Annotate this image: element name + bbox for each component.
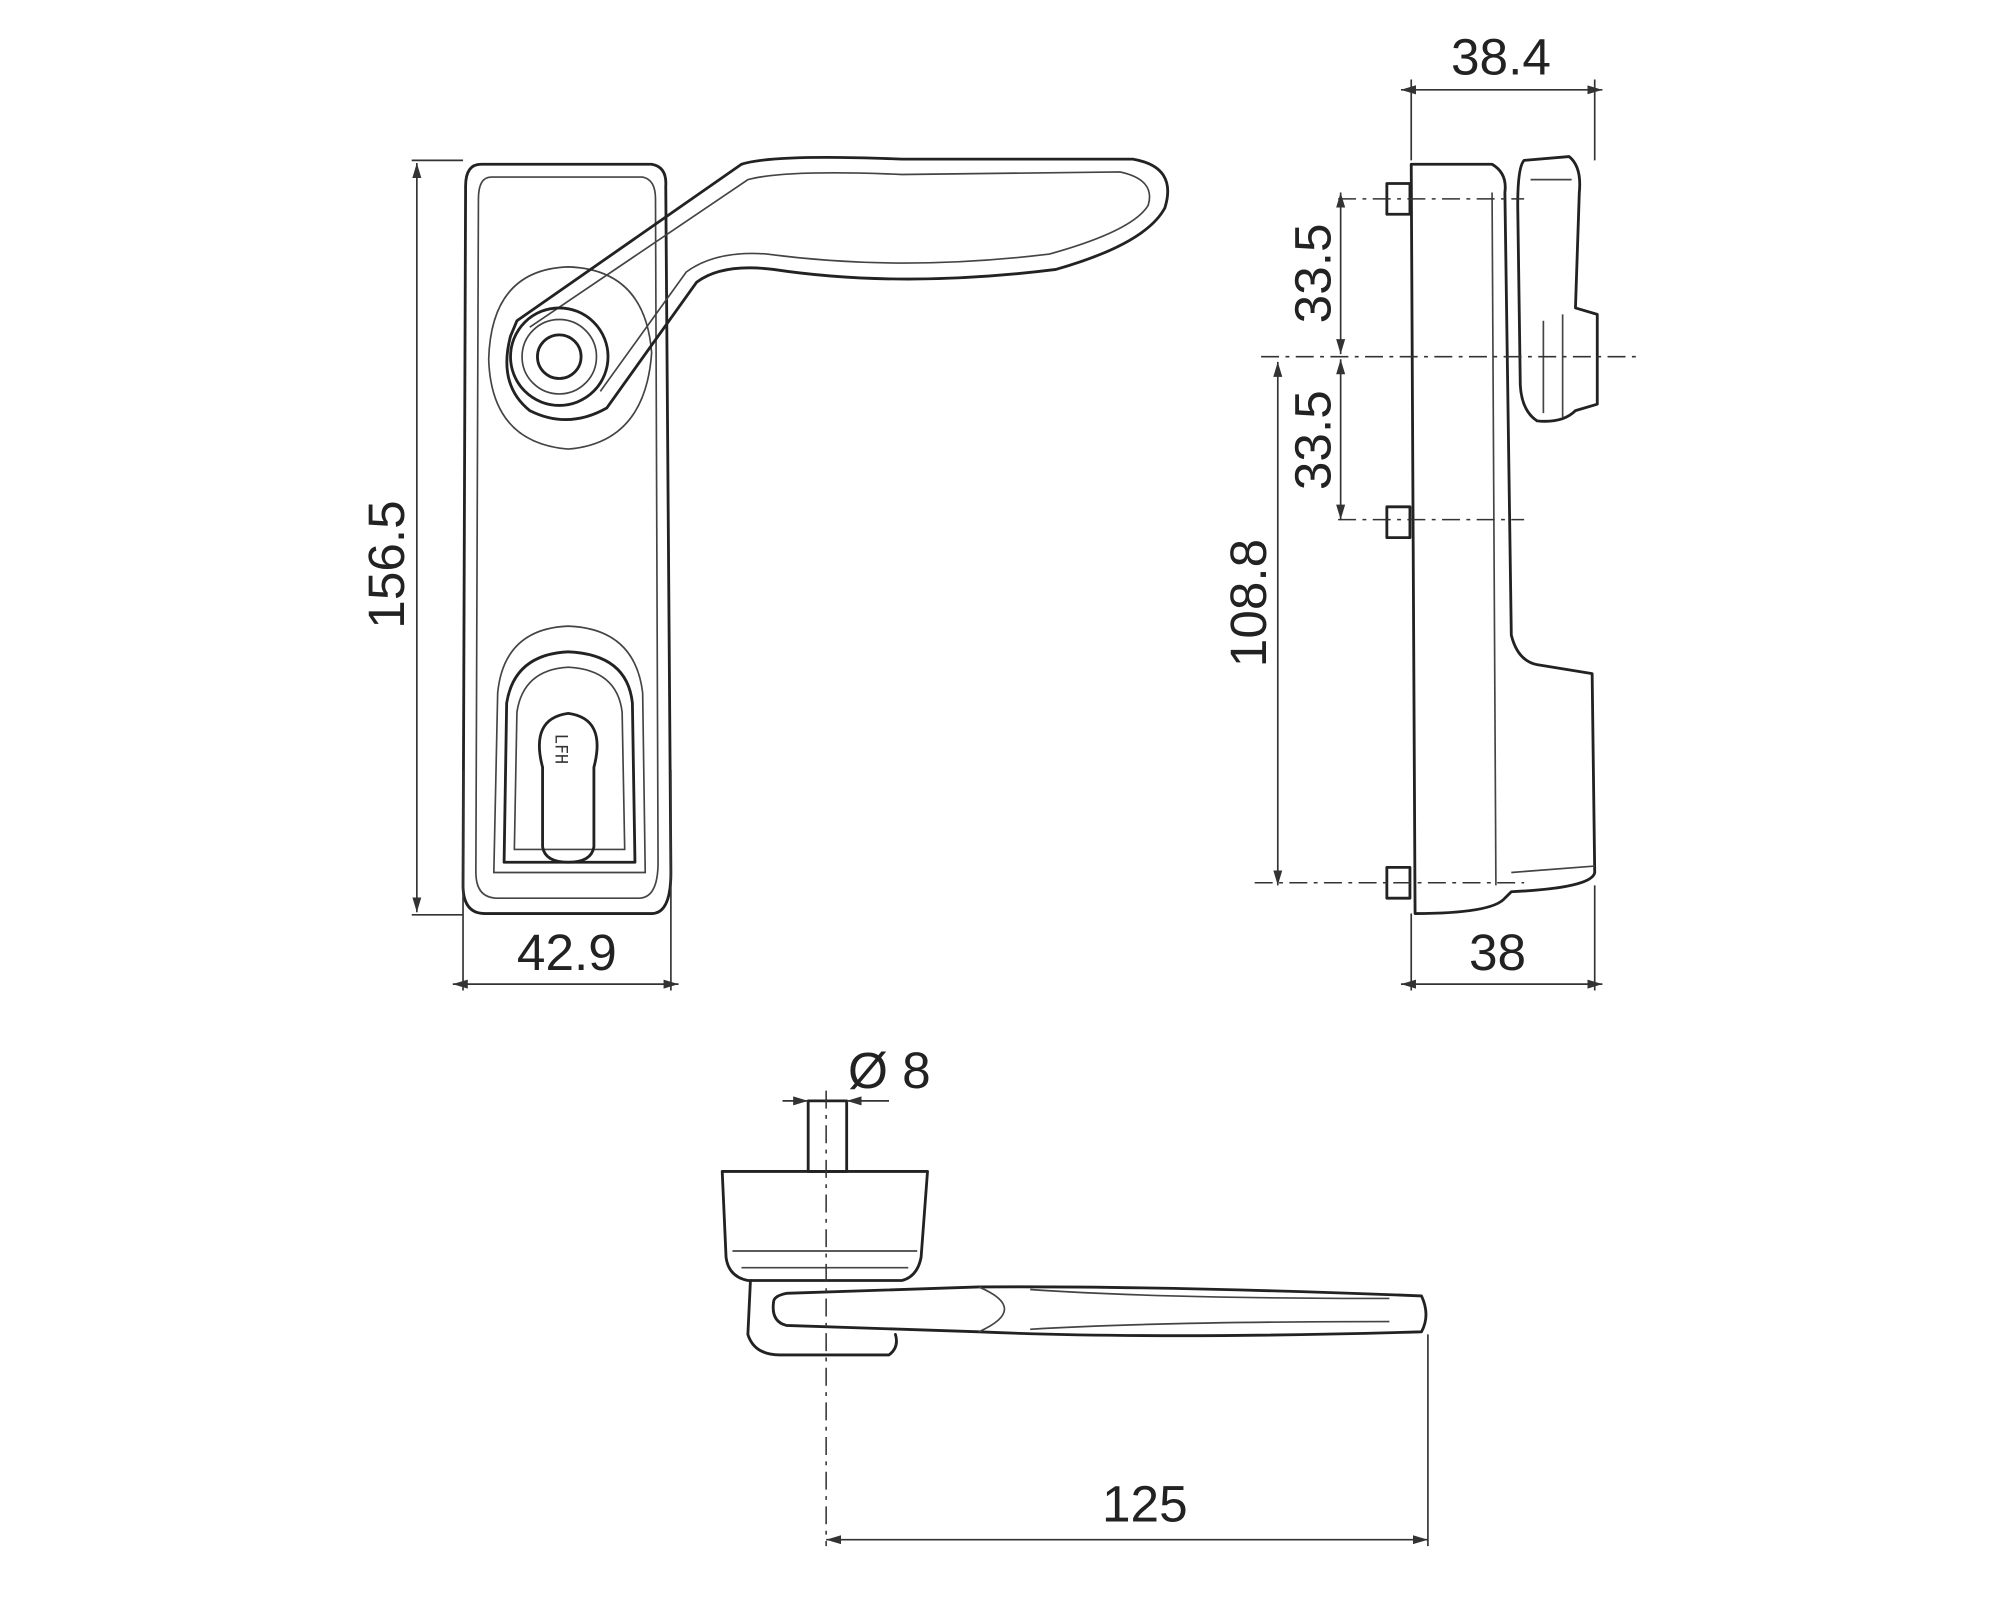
side-plate — [1409, 162, 1597, 915]
lever-handle — [505, 155, 1170, 421]
pivot-outer — [509, 306, 610, 407]
top-lever — [771, 1285, 1428, 1338]
keyhole-icon — [538, 711, 599, 864]
side-handle — [1516, 155, 1599, 423]
top-view: Ø 8 125 — [720, 1042, 1429, 1547]
depth-top-dimension: 38.4 — [1451, 28, 1551, 85]
front-view: LFH 156.5 42.9 — [358, 155, 1170, 991]
svg-text:LFH: LFH — [551, 734, 570, 764]
rose — [487, 266, 653, 450]
spindle-hole — [536, 333, 583, 380]
width-dimension: 42.9 — [517, 924, 617, 981]
screws — [1385, 182, 1412, 900]
upper-spacing-dimension: 33.5 — [1284, 223, 1341, 323]
lower-spacing-dimension: 33.5 — [1284, 390, 1341, 490]
lever-length-dimension: 125 — [1102, 1476, 1188, 1533]
depth-bottom-dimension: 38 — [1469, 924, 1526, 981]
spindle-diameter-dimension: Ø 8 — [848, 1042, 931, 1099]
spindle — [806, 1099, 849, 1173]
screw-span-dimension: 108.8 — [1220, 539, 1277, 667]
hub — [720, 1170, 929, 1282]
backplate-outline — [461, 162, 673, 915]
side-view: 38.4 33.5 33.5 108.8 38 — [1220, 28, 1636, 991]
height-dimension: 156.5 — [358, 500, 415, 628]
escutcheon — [492, 625, 647, 874]
